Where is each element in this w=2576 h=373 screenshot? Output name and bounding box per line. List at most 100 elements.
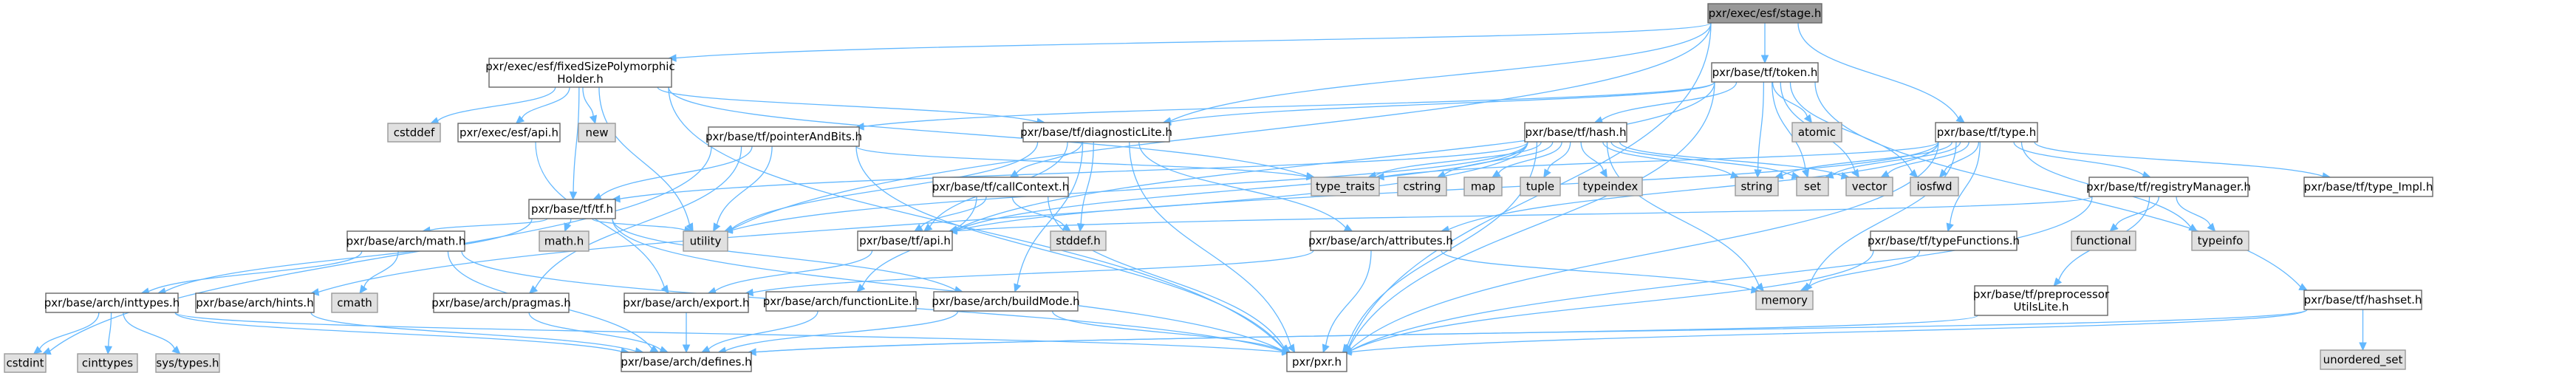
- node-box: [1311, 177, 1380, 196]
- node-label: pxr/base/tf/hash.h: [1526, 126, 1627, 139]
- node-box: [2071, 230, 2136, 251]
- edge-inttypes-to-pxr: [174, 312, 1291, 356]
- edge-regmgr-to-functional: [2109, 196, 2159, 232]
- node-pxr[interactable]: pxr/pxr.h: [1286, 352, 1347, 372]
- node-new: new: [578, 123, 616, 143]
- node-label: pxr/base/tf/api.h: [859, 234, 951, 247]
- edge-token-to-hash: [1593, 81, 1738, 124]
- node-box: [45, 292, 179, 313]
- node-box: [1735, 177, 1779, 196]
- arrowhead-icon: [1322, 343, 1330, 354]
- edge-line: [1350, 196, 2093, 352]
- node-typeinfo: typeinfo: [2191, 230, 2249, 251]
- node-typeimpl[interactable]: pxr/base/tf/type_Impl.h: [2303, 177, 2433, 197]
- node-map: map: [1463, 177, 1503, 196]
- node-box: [1935, 122, 2038, 143]
- node-label: cmath: [337, 296, 372, 309]
- node-atomic: atomic: [1791, 122, 1842, 143]
- node-type[interactable]: pxr/base/tf/type.h: [1935, 122, 2038, 143]
- edge-tf-to-buildmode: [612, 218, 963, 294]
- node-box: [708, 126, 860, 147]
- edge-type-to-type_traits: [1375, 141, 1939, 181]
- edge-inttypes-to-systypes: [123, 312, 181, 355]
- arrowhead-icon: [1062, 223, 1071, 232]
- edge-line: [956, 81, 1715, 230]
- node-box: [2320, 349, 2406, 370]
- arrowhead-icon: [723, 226, 734, 234]
- arrowhead-icon: [1880, 170, 1890, 178]
- node-archmath[interactable]: pxr/base/arch/math.h: [346, 230, 466, 252]
- node-regmgr[interactable]: pxr/base/tf/registryManager.h: [2086, 177, 2251, 197]
- node-pab[interactable]: pxr/base/tf/pointerAndBits.h: [706, 126, 862, 147]
- arrowhead-icon: [660, 284, 669, 294]
- arrowhead-icon: [667, 54, 677, 62]
- edge-line: [174, 312, 622, 352]
- edge-line: [318, 141, 1528, 293]
- node-token[interactable]: pxr/base/tf/token.h: [1711, 62, 1819, 83]
- edge-line: [1606, 141, 1760, 286]
- edge-pab-to-utility: [713, 146, 773, 233]
- node-box: [1796, 177, 1829, 196]
- node-box: [433, 292, 570, 313]
- arrowhead-icon: [1287, 343, 1296, 354]
- node-tfapi[interactable]: pxr/base/tf/api.h: [857, 230, 953, 251]
- arrowhead-icon: [564, 222, 572, 233]
- edge-fsph-to-new: [582, 86, 598, 125]
- edge-line: [165, 218, 533, 292]
- edge-inttypes-to-cinttypes: [104, 312, 113, 355]
- edge-diag-to-pxr: [1129, 141, 1296, 354]
- edge-line: [1601, 81, 1738, 121]
- node-layer: pxr/exec/esf/stage.h pxr/exec/esf/fixedSi…: [4, 3, 2433, 373]
- node-callctx[interactable]: pxr/base/tf/callContext.h: [932, 177, 1069, 197]
- node-cinttypes: cinttypes: [77, 353, 138, 373]
- node-typefn[interactable]: pxr/base/tf/typeFunctions.h: [1868, 230, 2020, 251]
- edge-line: [1048, 196, 1285, 349]
- arrowhead-icon: [1543, 168, 1551, 179]
- node-box: [387, 123, 441, 143]
- edge-fsph-to-cstddef: [429, 86, 556, 125]
- edge-line: [429, 218, 548, 231]
- node-label: memory: [1761, 294, 1808, 307]
- node-inttypes[interactable]: pxr/base/arch/inttypes.h: [44, 292, 180, 313]
- node-label: math.h: [544, 235, 584, 248]
- edge-line: [1350, 309, 2308, 353]
- edge-line: [1325, 250, 1372, 346]
- arrowhead-icon: [359, 284, 368, 294]
- node-label: pxr/base/tf/callContext.h: [932, 180, 1069, 194]
- edge-token-to-atomic: [1772, 81, 1813, 123]
- node-funclite[interactable]: pxr/base/arch/functionLite.h: [763, 291, 919, 312]
- node-unordered_set: unordered_set: [2320, 349, 2406, 370]
- node-hash[interactable]: pxr/base/tf/hash.h: [1524, 122, 1627, 143]
- edge-tfapi-to-export: [707, 250, 873, 295]
- node-fsph[interactable]: pxr/exec/esf/fixedSizePolymorphicHolder.…: [485, 58, 675, 88]
- node-label: UtilsLite.h: [2014, 301, 2069, 314]
- edge-export-to-defines: [682, 312, 691, 354]
- node-hashset[interactable]: pxr/base/tf/hashset.h: [2303, 290, 2422, 310]
- node-label: cinttypes: [82, 357, 133, 370]
- node-utility: utility: [683, 230, 728, 252]
- node-box: [1711, 62, 1819, 83]
- edge-line: [599, 146, 753, 197]
- node-box: [683, 230, 728, 252]
- node-label: cstdint: [6, 357, 44, 370]
- node-hints[interactable]: pxr/base/arch/hints.h: [195, 292, 315, 313]
- node-buildmode[interactable]: pxr/base/arch/buildMode.h: [932, 291, 1080, 312]
- node-tf[interactable]: pxr/base/tf/tf.h: [528, 199, 616, 219]
- node-pragmas[interactable]: pxr/base/arch/pragmas.h: [431, 292, 571, 313]
- edge-line: [108, 312, 112, 347]
- node-diag[interactable]: pxr/base/tf/diagnosticLite.h: [1020, 122, 1172, 143]
- node-defines[interactable]: pxr/base/arch/defines.h: [621, 352, 752, 372]
- node-label: vector: [1852, 180, 1887, 194]
- edge-token-to-pab: [855, 81, 1715, 131]
- node-mathh: math.h: [539, 230, 590, 252]
- node-stage[interactable]: pxr/exec/esf/stage.h: [1707, 3, 1822, 24]
- node-attrs[interactable]: pxr/base/arch/attributes.h: [1308, 230, 1453, 251]
- node-box: [1310, 230, 1452, 251]
- node-export[interactable]: pxr/base/arch/export.h: [623, 292, 750, 313]
- edge-line: [956, 196, 2093, 232]
- node-esfapi[interactable]: pxr/exec/esf/api.h: [457, 123, 561, 143]
- node-box: [1524, 122, 1627, 143]
- node-box: [539, 230, 590, 252]
- arrowhead-icon: [856, 283, 866, 292]
